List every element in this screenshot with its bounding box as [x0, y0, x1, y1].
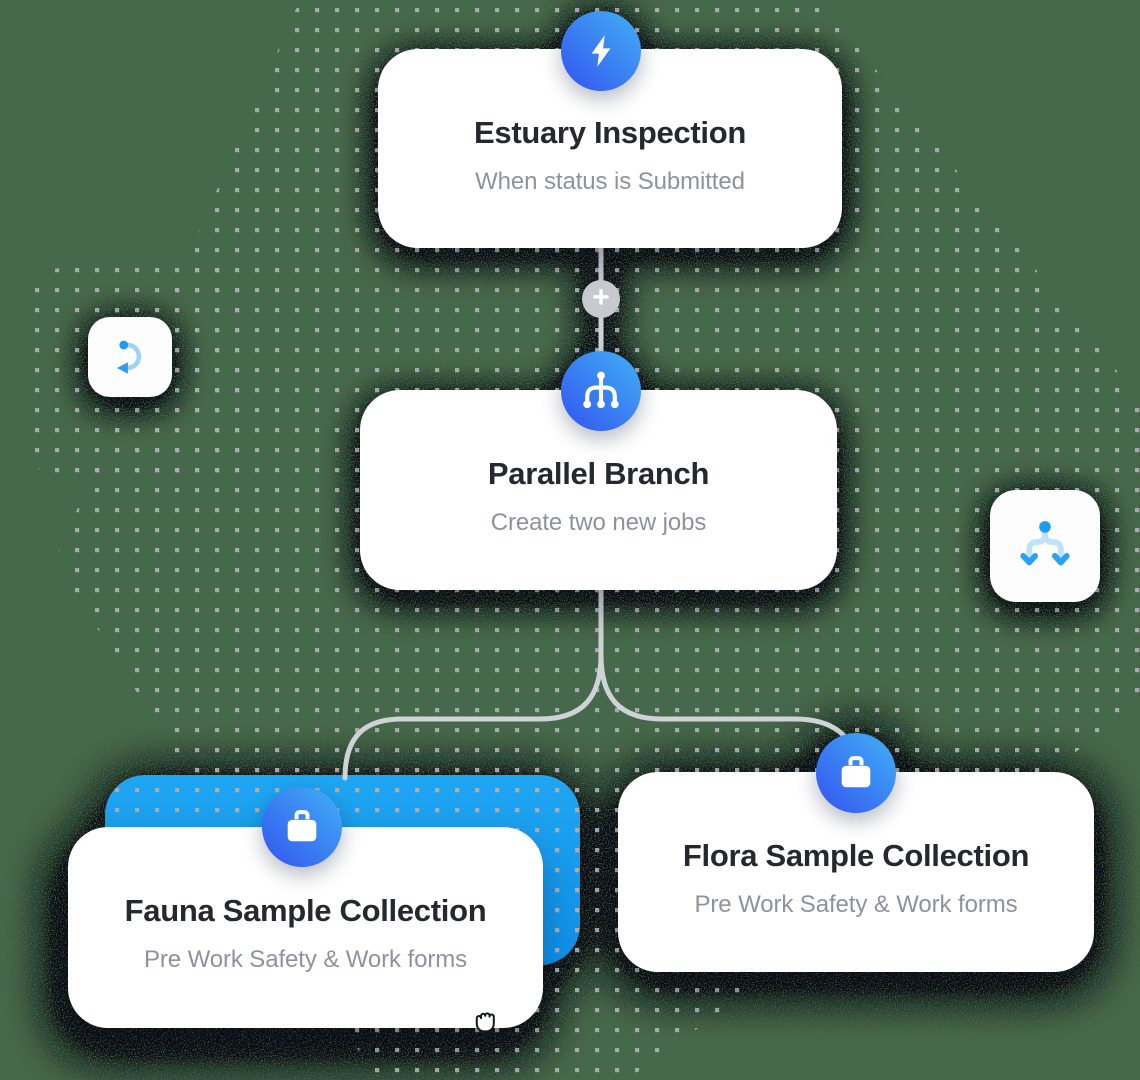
job-card-fauna-title: Fauna Sample Collection: [124, 893, 487, 928]
job-card-flora-title: Flora Sample Collection: [682, 838, 1030, 873]
branch-merge-icon: [583, 371, 619, 409]
trigger-node-subtitle: When status is Submitted: [475, 168, 745, 195]
job-card-fauna-badge: [262, 787, 342, 867]
job-card-flora-subtitle: Pre Work Safety & Work forms: [694, 891, 1018, 918]
add-step-button[interactable]: +: [582, 280, 620, 318]
plus-icon: +: [592, 280, 610, 314]
floating-button-redo[interactable]: [88, 317, 172, 397]
briefcase-icon: [287, 810, 317, 842]
branch-node-card[interactable]: Parallel Branch Create two new jobs: [360, 390, 837, 590]
floating-button-split[interactable]: [990, 490, 1100, 602]
branch-node-subtitle: Create two new jobs: [490, 509, 707, 536]
job-card-fauna-subtitle: Pre Work Safety & Work forms: [143, 946, 468, 973]
lightning-bolt-icon: [591, 35, 611, 67]
branch-node-title: Parallel Branch: [487, 456, 710, 491]
job-card-flora-badge: [816, 733, 896, 813]
trigger-node-badge: [561, 11, 641, 91]
redo-loop-icon: [116, 340, 142, 374]
briefcase-icon: [841, 756, 871, 788]
trigger-node-title: Estuary Inspection: [474, 115, 746, 150]
grab-cursor-icon: [475, 1012, 495, 1033]
branch-node-badge: [561, 351, 641, 431]
split-branch-icon: [1020, 521, 1070, 566]
